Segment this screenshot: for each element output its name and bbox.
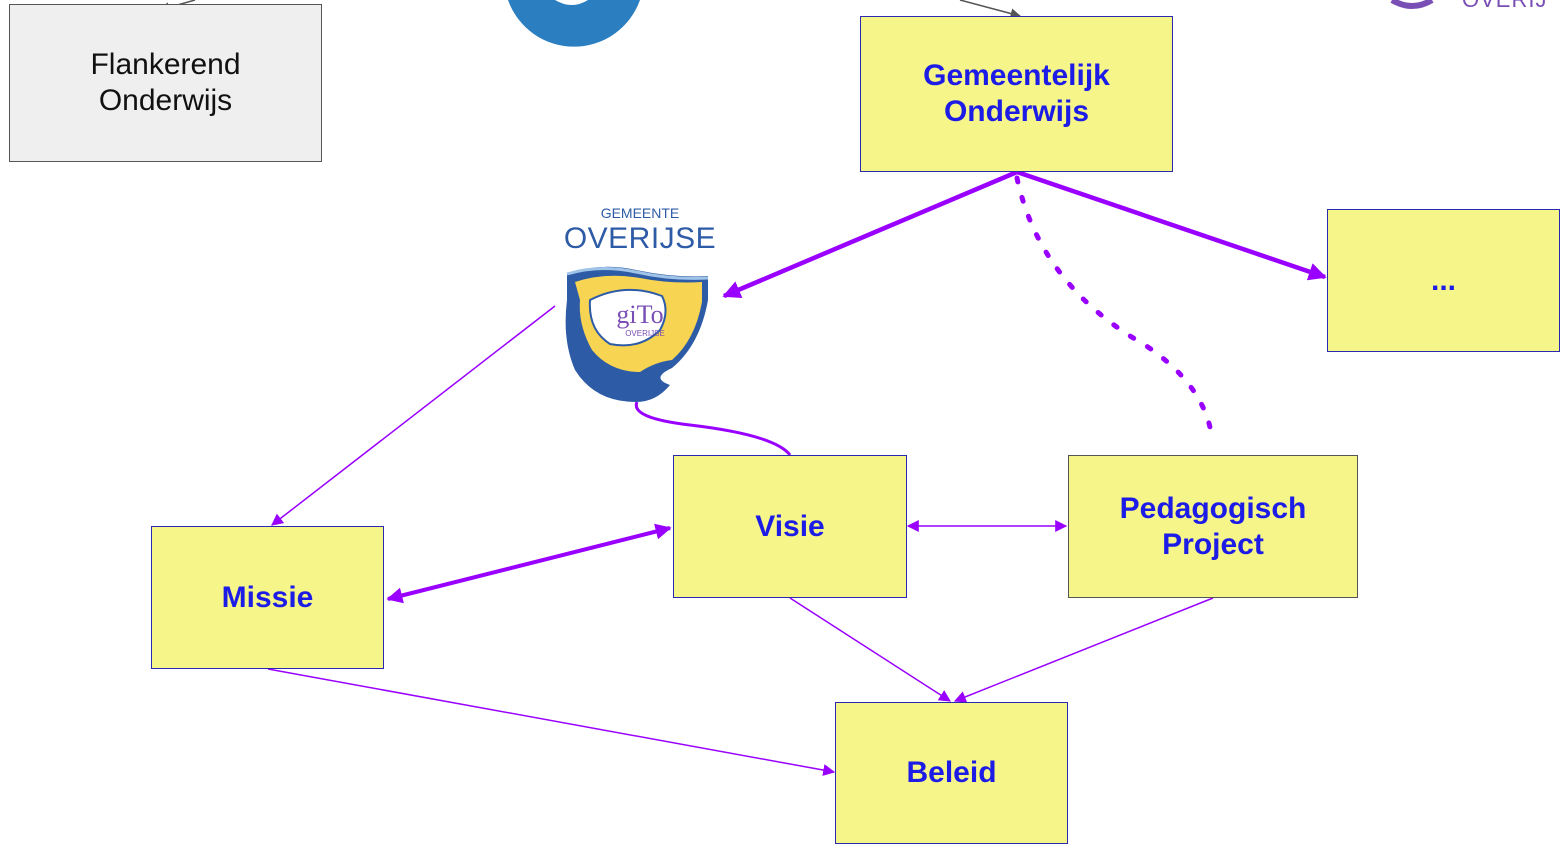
logo-overijse-text: OVERIJSE bbox=[563, 222, 717, 255]
logo-gito-subtext: OVERIJSE bbox=[625, 329, 665, 338]
top-logo-fragment-inner bbox=[555, 0, 588, 5]
corner-logo-text: OVERIJ bbox=[1462, 0, 1547, 13]
box-gemeentelijk-onderwijs[interactable]: Gemeentelijk Onderwijs bbox=[860, 16, 1173, 172]
corner-logo-mark bbox=[1390, 0, 1434, 9]
arrow-logo-to-missie bbox=[271, 305, 556, 526]
arrow-gemeentelijk-to-ellipsis bbox=[1016, 169, 1327, 281]
box-missie[interactable]: Missie bbox=[151, 526, 384, 669]
arrow-gemeentelijk-to-logo bbox=[722, 169, 1018, 299]
arrow-visie-to-beleid bbox=[789, 597, 952, 702]
logo-gito-text: giTo bbox=[616, 300, 664, 329]
logo-gemeente-text: GEMEENTE bbox=[600, 205, 680, 221]
arrow-pedagogisch-to-beleid bbox=[953, 597, 1214, 703]
link-logo-to-visie bbox=[634, 401, 792, 456]
arrow-missie-visie bbox=[386, 523, 672, 604]
box-visie[interactable]: Visie bbox=[673, 455, 907, 598]
top-logo-fragment bbox=[508, 0, 640, 47]
box-beleid[interactable]: Beleid bbox=[835, 702, 1068, 844]
box-flankerend-onderwijs[interactable]: Flankerend Onderwijs bbox=[9, 4, 322, 162]
arrow-missie-to-beleid bbox=[267, 668, 836, 776]
box-pedagogisch-project[interactable]: Pedagogisch Project bbox=[1068, 455, 1358, 598]
gito-emblem bbox=[565, 266, 709, 402]
dotted-link-gemeentelijk-pedagogisch bbox=[1014, 175, 1215, 441]
arrow-to-gemeentelijk bbox=[959, 0, 1022, 19]
box-ellipsis[interactable]: ... bbox=[1327, 209, 1560, 352]
